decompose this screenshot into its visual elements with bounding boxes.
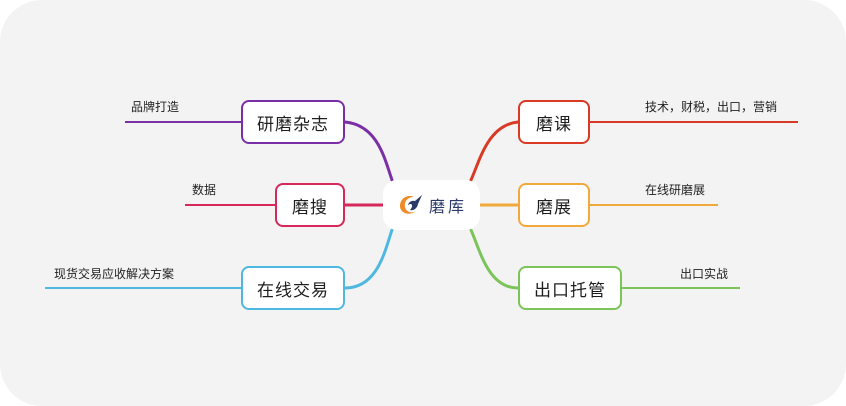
branch-node-yanmo-zazhi[interactable]: 研磨杂志 bbox=[241, 100, 345, 144]
leaf-label-mosou: 数据 bbox=[192, 183, 217, 197]
branch-label: 磨课 bbox=[536, 114, 572, 135]
branch-node-mozhan[interactable]: 磨展 bbox=[518, 183, 590, 227]
connector-curve-yanmo-zazhi bbox=[343, 120, 394, 182]
branch-node-mosou[interactable]: 磨搜 bbox=[275, 183, 345, 227]
connector-curve-chukou-tuoguan bbox=[469, 228, 520, 290]
branch-node-chukou-tuoguan[interactable]: 出口托管 bbox=[518, 266, 622, 310]
branch-label: 在线交易 bbox=[257, 280, 329, 301]
leaf-label-yanmo-zazhi: 品牌打造 bbox=[131, 100, 180, 114]
swirl-logo-icon bbox=[399, 195, 422, 214]
branch-label: 研磨杂志 bbox=[257, 114, 329, 135]
leaf-label-zaixian-jiaoyi: 现货交易应收解决方案 bbox=[54, 267, 175, 281]
connector-curve-moke bbox=[469, 120, 520, 182]
leaf-label-mozhan: 在线研磨展 bbox=[645, 183, 706, 197]
leaf-label-moke: 技术，财税，出口，营销 bbox=[645, 100, 778, 114]
branch-node-zaixian-jiaoyi[interactable]: 在线交易 bbox=[241, 266, 345, 310]
center-node[interactable]: 磨库 bbox=[383, 180, 480, 230]
branch-label: 磨搜 bbox=[292, 197, 328, 218]
branch-label: 磨展 bbox=[536, 197, 572, 218]
center-title: 磨库 bbox=[428, 197, 467, 216]
branch-label: 出口托管 bbox=[534, 280, 606, 301]
leaf-label-chukou-tuoguan: 出口实战 bbox=[680, 267, 729, 281]
branch-node-moke[interactable]: 磨课 bbox=[518, 100, 590, 144]
connector-curve-zaixian-jiaoyi bbox=[343, 228, 394, 290]
